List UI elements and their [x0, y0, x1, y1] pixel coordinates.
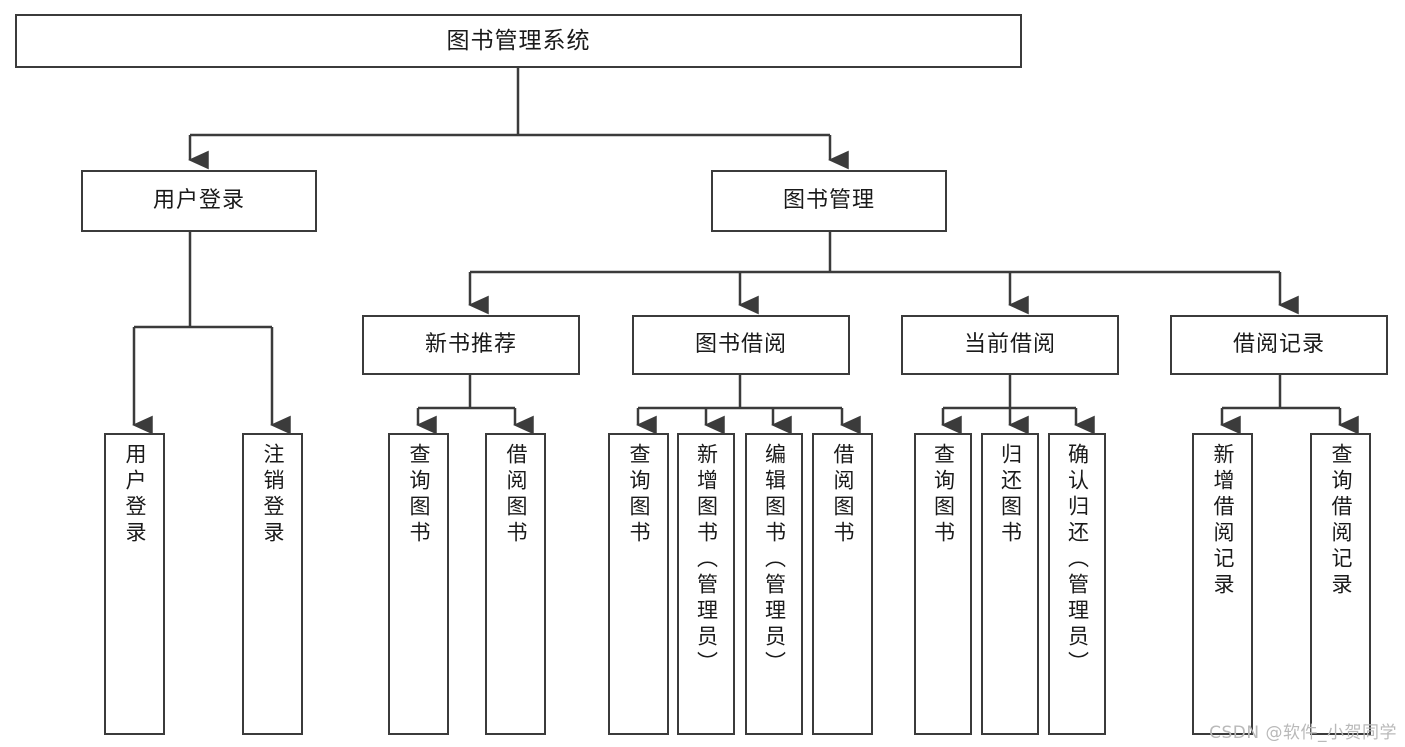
- node-leaf-query-books-recommend[interactable]: 查询图书: [388, 433, 449, 735]
- node-user-login[interactable]: 用户登录: [81, 170, 317, 232]
- node-label: 借阅图书: [831, 443, 855, 547]
- node-label: 新书推荐: [424, 332, 517, 358]
- node-label: 新增图书（管理员）: [694, 443, 719, 677]
- node-label: 查询图书: [627, 443, 651, 547]
- node-leaf-logout[interactable]: 注销登录: [242, 433, 303, 735]
- watermark-text: CSDN @软件_小贺同学: [1209, 723, 1397, 743]
- node-leaf-borrow-books[interactable]: 借阅图书: [812, 433, 873, 735]
- node-leaf-borrow-books-recommend[interactable]: 借阅图书: [485, 433, 546, 735]
- node-label: 查询图书: [931, 443, 956, 547]
- node-label: 图书管理: [782, 188, 875, 214]
- node-leaf-confirm-return-admin[interactable]: 确认归还（管理员）: [1048, 433, 1106, 735]
- node-leaf-user-login[interactable]: 用户登录: [104, 433, 165, 735]
- node-label: 借阅图书: [504, 443, 528, 547]
- node-leaf-query-books-borrow[interactable]: 查询图书: [608, 433, 669, 735]
- node-label: 查询图书: [407, 443, 431, 547]
- node-label: 确认归还（管理员）: [1065, 443, 1090, 677]
- node-label: 借阅记录: [1232, 332, 1325, 358]
- node-leaf-add-book-admin[interactable]: 新增图书（管理员）: [677, 433, 735, 735]
- node-new-book-recommendation[interactable]: 新书推荐: [362, 315, 580, 375]
- node-label: 当前借阅: [963, 332, 1056, 358]
- node-label: 用户登录: [123, 443, 147, 547]
- node-label: 注销登录: [261, 443, 285, 547]
- node-label: 归还图书: [998, 443, 1023, 547]
- node-leaf-edit-book-admin[interactable]: 编辑图书（管理员）: [745, 433, 803, 735]
- node-leaf-query-borrow-record[interactable]: 查询借阅记录: [1310, 433, 1371, 735]
- node-label: 新增借阅记录: [1211, 443, 1235, 599]
- node-label: 编辑图书（管理员）: [762, 443, 787, 677]
- node-leaf-add-borrow-record[interactable]: 新增借阅记录: [1192, 433, 1253, 735]
- node-root-book-management-system[interactable]: 图书管理系统: [15, 14, 1022, 68]
- node-book-borrowing[interactable]: 图书借阅: [632, 315, 850, 375]
- node-label: 图书借阅: [694, 332, 787, 358]
- node-label: 查询借阅记录: [1329, 443, 1353, 599]
- node-current-borrowing[interactable]: 当前借阅: [901, 315, 1119, 375]
- node-leaf-query-books-current[interactable]: 查询图书: [914, 433, 972, 735]
- node-label: 用户登录: [152, 188, 245, 214]
- node-borrowing-records[interactable]: 借阅记录: [1170, 315, 1388, 375]
- node-leaf-return-books[interactable]: 归还图书: [981, 433, 1039, 735]
- node-book-management[interactable]: 图书管理: [711, 170, 947, 232]
- node-label: 图书管理系统: [446, 27, 591, 54]
